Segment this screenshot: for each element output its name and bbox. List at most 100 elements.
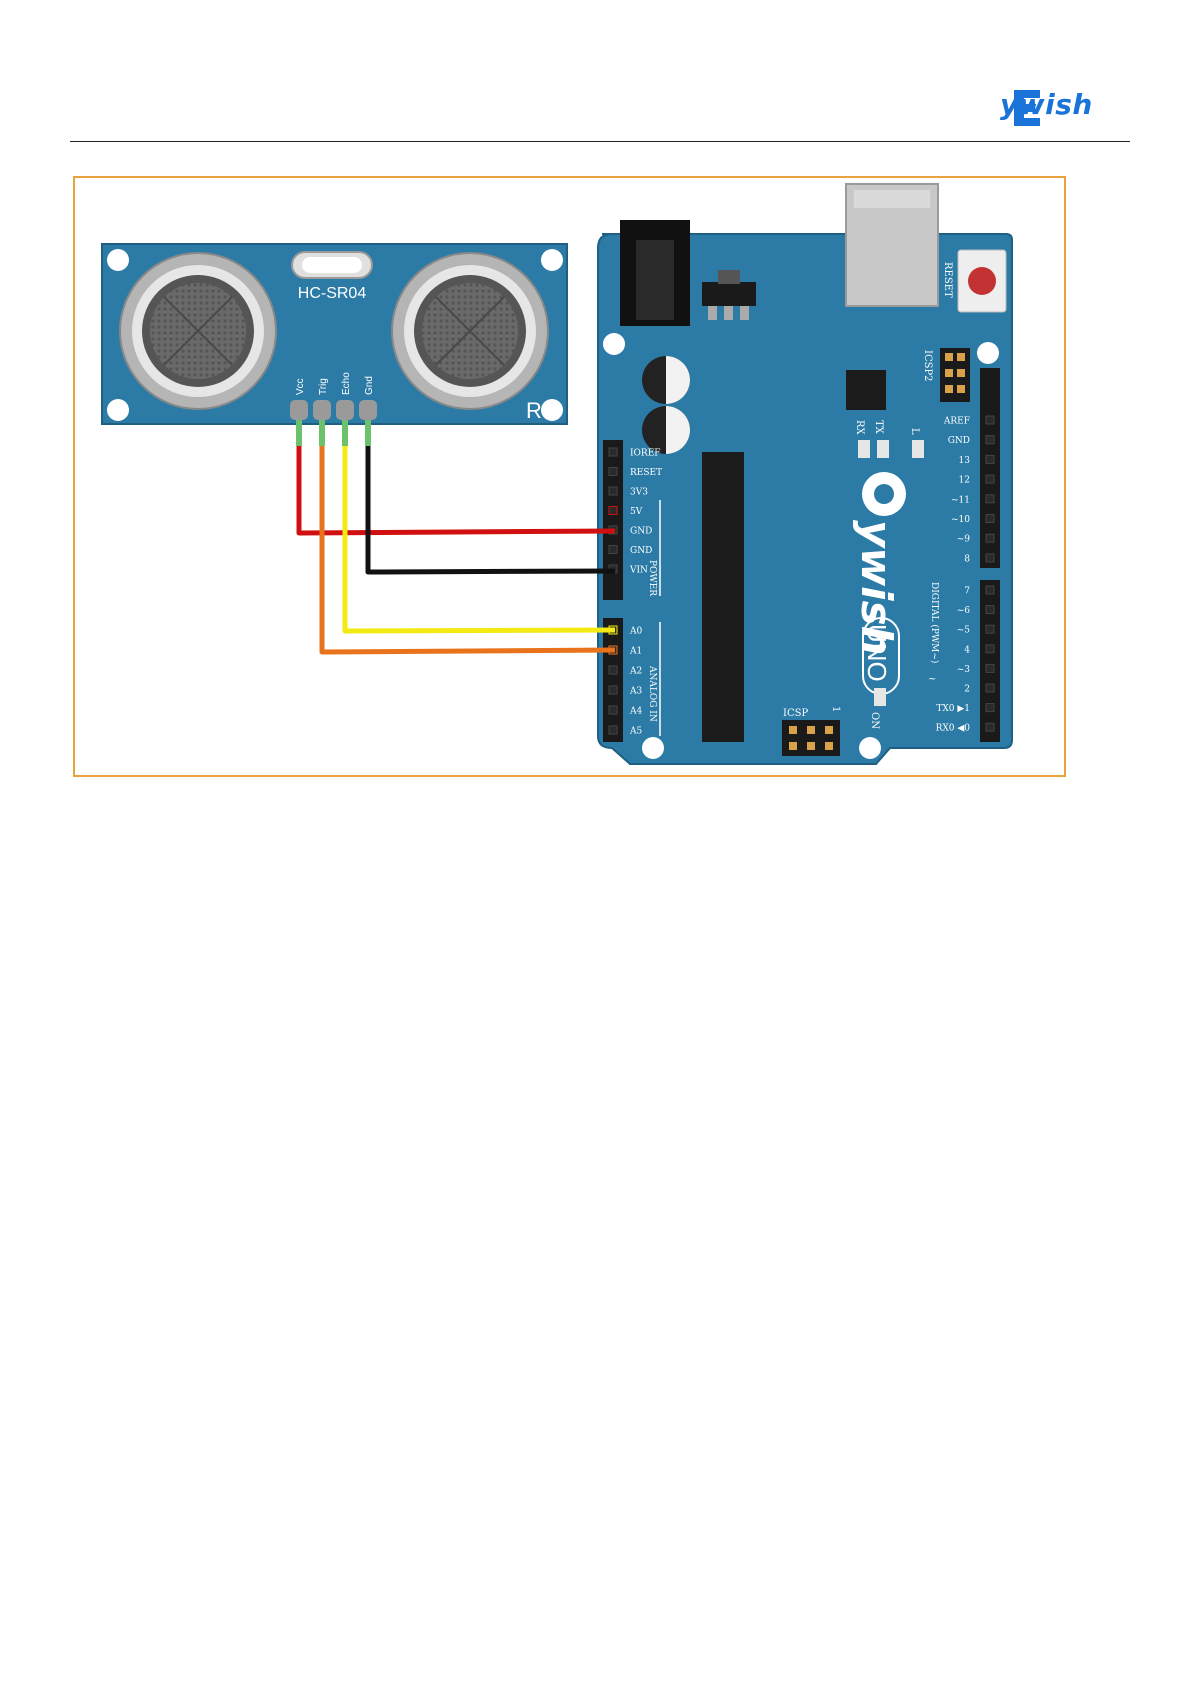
wiring-diagram-frame xyxy=(73,176,1066,777)
analog-pin-label: A3 xyxy=(629,687,642,697)
power-pin-label: GND xyxy=(630,527,652,537)
sensor-pin-label-vcc: Vcc xyxy=(295,378,306,395)
tx-led xyxy=(877,440,889,458)
digital-pin-aref[interactable] xyxy=(985,415,995,425)
digital-pin-label: TX0 ▶1 xyxy=(936,704,970,714)
wire-gnd-to-gnd xyxy=(365,446,616,575)
digital-pin-tx0-1[interactable] xyxy=(985,703,995,713)
board-mounting-hole xyxy=(642,737,664,759)
power-pin-5v[interactable] xyxy=(608,506,618,515)
analog-pin-a4[interactable] xyxy=(608,705,618,715)
analog-pin-label: A2 xyxy=(629,667,642,677)
sensor-pin-label-trig: Trig xyxy=(318,378,329,395)
digital-header-bottom xyxy=(980,580,1000,742)
power-section-label: POWER xyxy=(647,560,657,596)
digital-pin-9[interactable] xyxy=(985,533,995,543)
wire-echo-to-a0 xyxy=(342,446,616,634)
digital-pin-12[interactable] xyxy=(985,474,995,484)
digital-pin-4[interactable] xyxy=(985,644,995,654)
power-pin-reset[interactable] xyxy=(608,467,618,476)
analog-pin-a5[interactable] xyxy=(608,725,618,735)
digital-pin-8[interactable] xyxy=(985,553,995,563)
analog-pin-label: A4 xyxy=(629,707,642,717)
digital-pin-11[interactable] xyxy=(985,494,995,504)
power-pin-label: IOREF xyxy=(630,449,661,459)
board-brand-gear-icon xyxy=(862,472,906,516)
rx-led xyxy=(858,440,870,458)
digital-pin-label: ~6 xyxy=(957,606,971,616)
board-mounting-hole xyxy=(603,333,625,355)
power-pin-gnd[interactable] xyxy=(608,545,618,554)
digital-pin-label: 12 xyxy=(959,476,970,486)
digital-pin-7[interactable] xyxy=(985,585,995,595)
board-mounting-hole xyxy=(859,737,881,759)
power-pin-label: 3V3 xyxy=(630,488,648,498)
digital-pin-label: 4 xyxy=(964,645,970,655)
digital-pin-label: 7 xyxy=(964,587,970,597)
analog-pin-label: A0 xyxy=(629,627,642,637)
l-led xyxy=(912,440,924,458)
wiring-diagram: HC-SR04 R Vcc Trig Echo Gnd xyxy=(101,183,1013,765)
l-led-label: L xyxy=(909,428,920,435)
analog-pin-label: A1 xyxy=(629,647,642,657)
sensor-pin-vcc-pad xyxy=(290,400,308,420)
digital-header-top xyxy=(980,368,1000,568)
sensor-pin-trig-pad xyxy=(313,400,331,420)
icsp2-header xyxy=(940,348,970,402)
sensor-pin-gnd-pad xyxy=(359,400,377,420)
digital-pin-rx0-0[interactable] xyxy=(985,722,995,732)
digital-pin-label: ~10 xyxy=(951,515,970,525)
hc-sr04-sensor: HC-SR04 R Vcc Trig Echo Gnd xyxy=(101,243,568,425)
brand-logo-text: ywish xyxy=(1000,88,1093,121)
digital-pin-label: 8 xyxy=(964,554,970,564)
digital-pin-13[interactable] xyxy=(985,454,995,464)
usb-port xyxy=(845,183,939,307)
digital-pin-10[interactable] xyxy=(985,514,995,523)
digital-pin-label: AREF xyxy=(943,417,970,427)
digital-pin-3[interactable] xyxy=(985,663,995,673)
power-pin-3v3[interactable] xyxy=(608,486,618,496)
wire-vcc-to-5v xyxy=(296,446,616,536)
rx-label: RX xyxy=(854,420,865,436)
power-pin-label: VIN xyxy=(629,566,648,576)
brand-gear-icon xyxy=(1014,90,1045,126)
header-rule xyxy=(70,141,1130,142)
digital-pin-label: ~11 xyxy=(951,495,970,505)
reset-button[interactable] xyxy=(957,249,1007,313)
analog-pin-a2[interactable] xyxy=(608,665,618,675)
board-mounting-hole xyxy=(977,342,999,364)
analog-pin-a3[interactable] xyxy=(608,685,618,695)
power-pin-label: 5V xyxy=(630,507,643,517)
tx-label: TX xyxy=(873,420,884,435)
mounting-hole xyxy=(541,399,563,421)
digital-pin-label: GND xyxy=(948,436,970,446)
capacitor xyxy=(642,356,690,404)
dc-power-jack xyxy=(620,220,690,326)
analog-header xyxy=(603,618,623,742)
power-header xyxy=(603,440,623,600)
icsp-header xyxy=(782,720,840,756)
capacitor xyxy=(642,406,690,454)
sensor-corner-mark: R xyxy=(526,398,542,423)
digital-pin-gnd[interactable] xyxy=(985,435,995,445)
board-model-text: UNO xyxy=(862,624,892,682)
wire-trig-to-a1 xyxy=(319,446,616,655)
reset-label: RESET xyxy=(942,262,953,298)
on-label: ON xyxy=(869,712,880,729)
power-pin-ioref[interactable] xyxy=(608,447,618,457)
digital-pin-label: RX0 ◀0 xyxy=(936,724,971,734)
sensor-pin-echo-pad xyxy=(336,400,354,420)
receiver-transducer xyxy=(391,252,549,410)
wires xyxy=(296,420,616,655)
voltage-regulator xyxy=(702,270,756,320)
uno-board: RESET ICSP2 RX TX L xyxy=(597,183,1013,765)
microcontroller-chip xyxy=(702,452,744,742)
digital-pin-6[interactable] xyxy=(985,605,995,615)
digital-pin-5[interactable] xyxy=(985,624,995,634)
sensor-pin-label-gnd: Gnd xyxy=(364,376,375,395)
analog-section-label: ANALOG IN xyxy=(647,665,657,722)
digital-pin-2[interactable] xyxy=(985,683,995,693)
sensor-pin-label-echo: Echo xyxy=(341,372,352,395)
usb-interface-chip xyxy=(846,370,886,410)
mounting-hole xyxy=(107,249,129,271)
